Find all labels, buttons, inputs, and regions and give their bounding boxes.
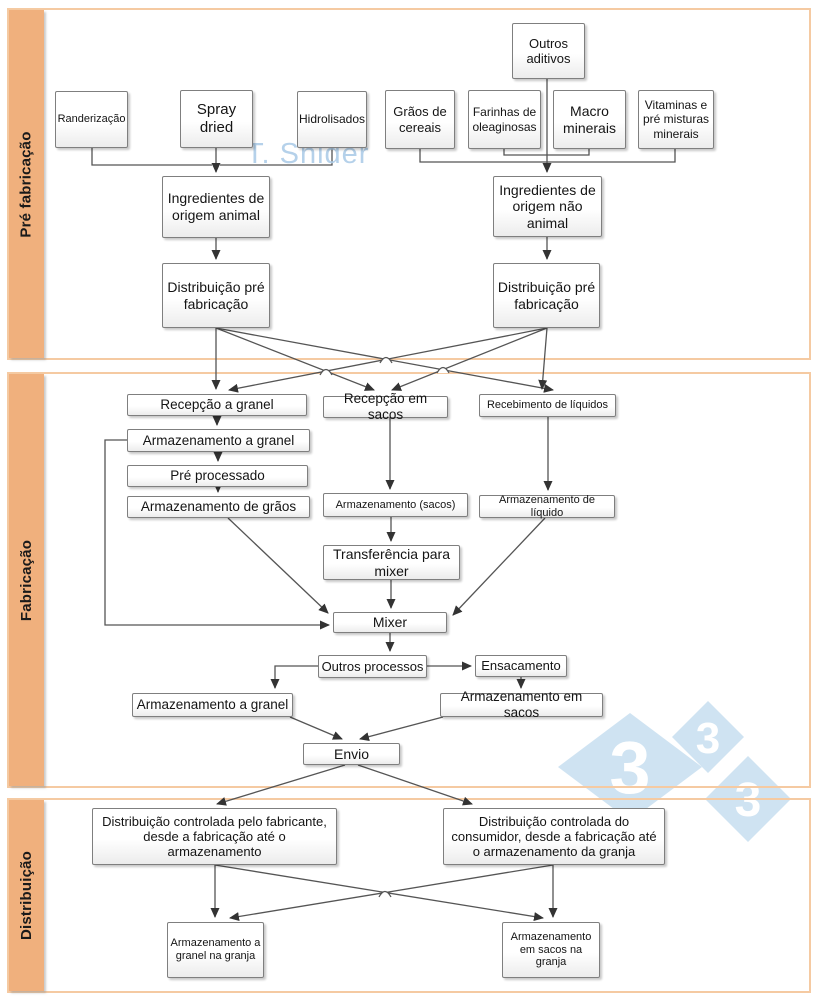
node-spray-dried: Spray dried — [180, 90, 253, 148]
node-ingredientes-origem-nao-animal: Ingredientes de origem não animal — [493, 176, 602, 237]
node-vitaminas-pre-misturas: Vitaminas e pré misturas minerais — [638, 90, 714, 149]
node-mixer: Mixer — [333, 612, 447, 633]
node-outros-processos: Outros processos — [318, 655, 427, 678]
section-pre-fabricacao: Pré fabricação — [7, 8, 811, 360]
node-armazenamento-sacos: Armazenamento (sacos) — [323, 493, 468, 517]
phase-label: Distribuição — [18, 850, 35, 941]
phase-label: Pré fabricação — [18, 130, 36, 238]
node-recebimento-de-liquidos: Recebimento de líquidos — [479, 394, 616, 417]
node-armazenamento-granel-granja: Armazenamento a granel na granja — [167, 922, 264, 978]
node-outros-aditivos: Outros aditivos — [512, 23, 585, 79]
node-armazenamento-sacos-granja: Armazenamento em sacos na granja — [502, 922, 600, 978]
node-armazenamento-em-sacos: Armazenamento em sacos — [440, 689, 603, 720]
phase-label: Fabricação — [18, 539, 35, 621]
node-macro-minerais: Macro minerais — [553, 90, 626, 149]
node-graos-de-cereais: Grãos de cereais — [385, 90, 455, 149]
logo-digit-top: 3 — [696, 714, 720, 763]
node-randerizacao: Randerização — [55, 91, 128, 148]
node-recepcao-em-sacos: Recepção em sacos — [323, 391, 448, 422]
node-distribuicao-pre-fabricacao-left: Distribuição pré fabricação — [162, 263, 270, 328]
logo-diamond-top — [672, 701, 744, 773]
logo-digit-bottom: 3 — [735, 774, 762, 827]
node-recepcao-a-granel: Recepção a granel — [127, 394, 307, 416]
node-transferencia-para-mixer: Transferência para mixer — [323, 545, 460, 580]
phase-band-distribuicao: Distribuição — [9, 800, 44, 991]
node-armazenamento-de-liquido: Armazenamento de líquido — [479, 494, 615, 519]
node-farinhas-de-oleaginosas: Farinhas de oleaginosas — [468, 90, 541, 149]
node-distribuicao-controlada-consumidor: Distribuição controlada do consumidor, d… — [443, 808, 665, 865]
node-pre-processado: Pré processado — [127, 465, 308, 487]
node-envio: Envio — [303, 743, 400, 765]
node-hidrolisados: Hidrolisados — [297, 91, 367, 148]
node-armazenamento-de-graos: Armazenamento de grãos — [127, 496, 310, 518]
logo-digit-big: 3 — [609, 726, 650, 809]
node-distribuicao-controlada-fabricante: Distribuição controlada pelo fabricante,… — [92, 808, 337, 865]
node-ensacamento: Ensacamento — [475, 655, 567, 677]
node-armazenamento-a-granel-2: Armazenamento a granel — [132, 693, 293, 717]
phase-band-pre-fabricacao: Pré fabricação — [9, 10, 44, 358]
logo-diamond-big — [558, 713, 702, 821]
node-armazenamento-a-granel-1: Armazenamento a granel — [127, 429, 310, 452]
phase-band-fabricacao: Fabricação — [9, 374, 44, 786]
node-ingredientes-origem-animal: Ingredientes de origem animal — [162, 176, 270, 238]
node-distribuicao-pre-fabricacao-right: Distribuição pré fabricação — [493, 263, 600, 328]
